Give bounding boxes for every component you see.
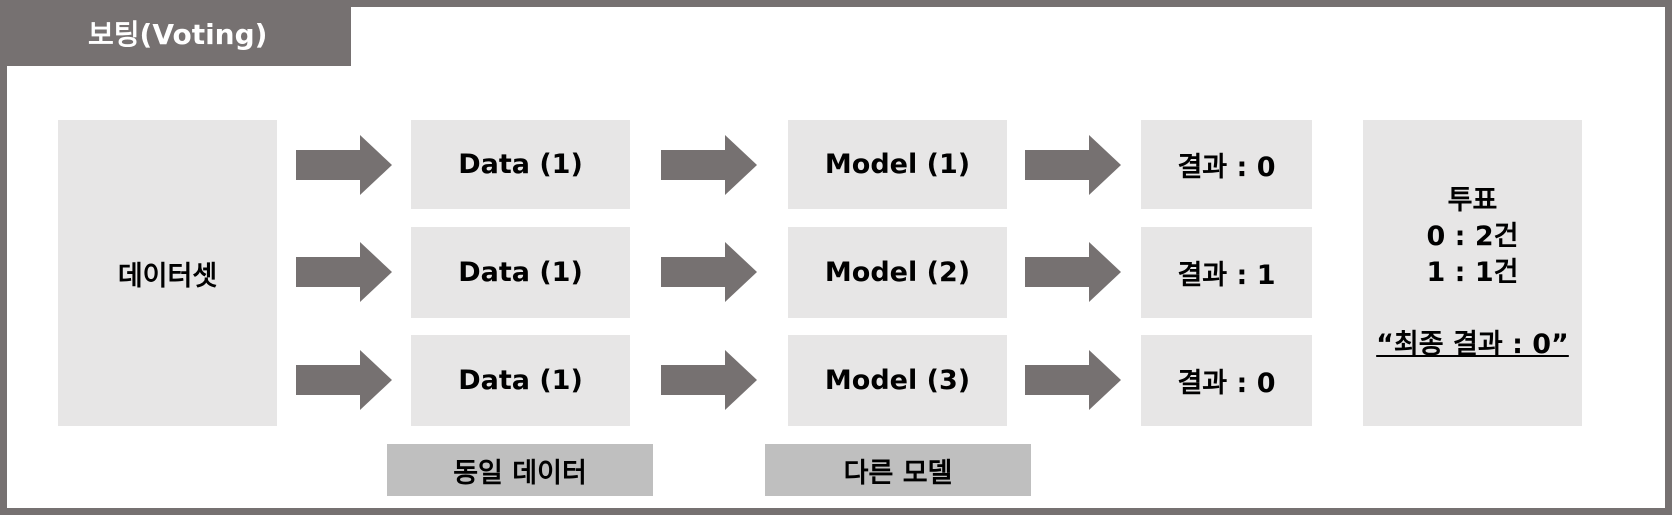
data-box-1: Data (1) (411, 120, 630, 209)
vote-line-1: 1 : 1건 (1426, 257, 1519, 288)
vote-line-0: 0 : 2건 (1426, 221, 1519, 252)
arrow-icon (1025, 350, 1121, 410)
caption-different-model: 다른 모델 (765, 444, 1031, 496)
arrow-icon (296, 242, 392, 302)
arrow-icon (1025, 242, 1121, 302)
model-box-1: Model (1) (788, 120, 1007, 209)
caption-same-data: 동일 데이터 (387, 444, 653, 496)
arrow-icon (661, 242, 757, 302)
vote-box: 투표 0 : 2건 1 : 1건 “최종 결과 : 0” (1363, 120, 1582, 426)
arrow-icon (296, 135, 392, 195)
model-box-2: Model (2) (788, 227, 1007, 318)
result-box-1: 결과 : 0 (1141, 120, 1312, 209)
result-box-2: 결과 : 1 (1141, 227, 1312, 318)
vote-final-result: “최종 결과 : 0” (1376, 329, 1569, 360)
vote-heading: 투표 (1447, 185, 1498, 216)
arrow-icon (661, 135, 757, 195)
result-box-3: 결과 : 0 (1141, 335, 1312, 426)
arrow-icon (661, 350, 757, 410)
data-box-2: Data (1) (411, 227, 630, 318)
dataset-box: 데이터셋 (58, 120, 277, 426)
arrow-icon (296, 350, 392, 410)
data-box-3: Data (1) (411, 335, 630, 426)
diagram-title: 보팅(Voting) (0, 0, 351, 66)
model-box-3: Model (3) (788, 335, 1007, 426)
arrow-icon (1025, 135, 1121, 195)
